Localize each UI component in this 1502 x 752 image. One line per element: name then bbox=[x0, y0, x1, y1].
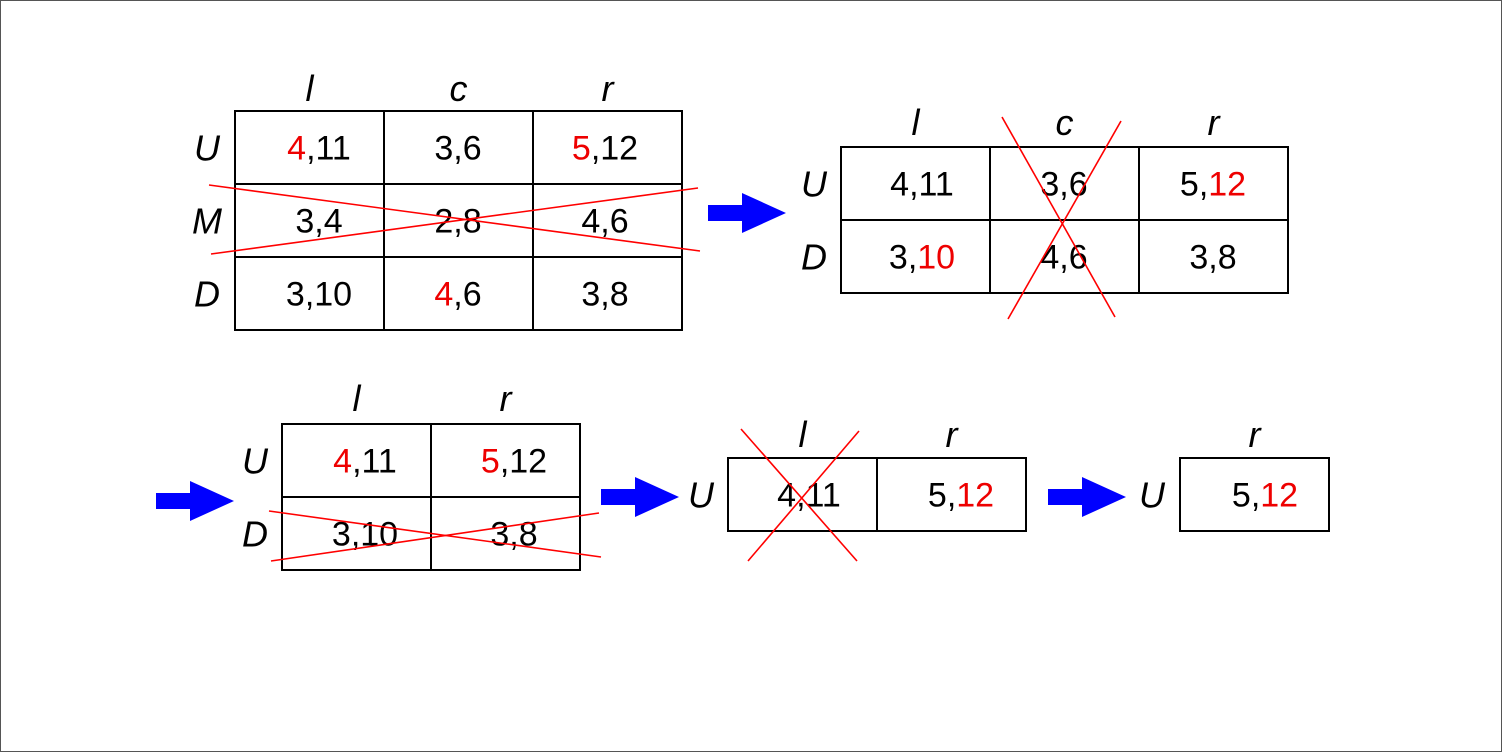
eliminated-column-strike bbox=[1001, 116, 1116, 318]
payoff-text: 3,4 bbox=[295, 203, 342, 241]
payoff-cell: 3,6 bbox=[1040, 166, 1087, 204]
column-label-r: r bbox=[1249, 414, 1263, 455]
highlighted-payoff: 4 bbox=[287, 130, 306, 168]
payoff-cell: 4,6 bbox=[581, 203, 628, 241]
payoff-matrix-2: l c rUD 4,11 3,6 5,12 3,10 4,6 3,8 bbox=[801, 102, 1289, 320]
next-step-arrow-icon bbox=[601, 477, 679, 517]
payoff-text: ,11 bbox=[306, 130, 351, 168]
payoff-text: 4,11 bbox=[890, 166, 954, 204]
column-label-c: c bbox=[1056, 102, 1074, 143]
payoff-cell: 4,6 bbox=[1040, 239, 1087, 277]
eliminated-row-strike bbox=[208, 184, 701, 252]
column-label-l: l bbox=[353, 378, 362, 419]
highlighted-payoff: 12 bbox=[1208, 166, 1246, 204]
payoff-text: ,11 bbox=[352, 443, 397, 481]
row-label-U: U bbox=[801, 164, 828, 205]
payoff-cell: 5,12 bbox=[928, 477, 994, 515]
payoff-cell: 4,11 bbox=[333, 443, 397, 481]
eliminated-column-strike bbox=[740, 428, 858, 562]
payoff-text: 3,8 bbox=[581, 276, 628, 314]
eliminated-row-strike bbox=[210, 187, 699, 255]
payoff-cell: 3,8 bbox=[1189, 239, 1236, 277]
payoff-text: 3, bbox=[889, 239, 917, 277]
payoff-cell: 2,8 bbox=[434, 203, 481, 241]
payoff-cell: 5,12 bbox=[1232, 477, 1298, 515]
payoff-matrix-5: rU 5,12 bbox=[1139, 414, 1330, 532]
eliminated-column-strike bbox=[747, 430, 860, 562]
row-label-D: D bbox=[194, 274, 220, 315]
eliminated-row-strike bbox=[270, 512, 600, 562]
highlighted-payoff: 12 bbox=[1260, 477, 1298, 515]
payoff-text: ,6 bbox=[453, 276, 481, 314]
payoff-text: 3,6 bbox=[1040, 166, 1087, 204]
payoff-text: 5, bbox=[928, 477, 956, 515]
payoff-cell: 3,6 bbox=[434, 130, 481, 168]
highlighted-payoff: 12 bbox=[956, 477, 994, 515]
matrix-border bbox=[234, 110, 683, 331]
row-label-U: U bbox=[688, 475, 715, 516]
next-step-arrow-icon bbox=[156, 481, 234, 521]
column-label-r: r bbox=[946, 414, 960, 455]
row-label-D: D bbox=[801, 237, 827, 278]
payoff-cell: 4,6 bbox=[434, 276, 481, 314]
payoff-cell: 3,10 bbox=[889, 239, 955, 277]
highlighted-payoff: 4 bbox=[333, 443, 352, 481]
eliminated-row-strike bbox=[268, 510, 602, 558]
row-label-D: D bbox=[242, 514, 268, 555]
payoff-text: 5, bbox=[1180, 166, 1208, 204]
highlighted-payoff: 5 bbox=[572, 130, 591, 168]
highlighted-payoff: 4 bbox=[434, 276, 453, 314]
payoff-cell: 5,12 bbox=[572, 130, 638, 168]
next-step-arrow-icon bbox=[708, 193, 786, 233]
payoff-text: 4,6 bbox=[581, 203, 628, 241]
payoff-text: 2,8 bbox=[434, 203, 481, 241]
payoff-cell: 3,4 bbox=[295, 203, 342, 241]
payoff-text: ,12 bbox=[500, 443, 547, 481]
payoff-text: ,12 bbox=[591, 130, 638, 168]
column-label-l: l bbox=[799, 414, 808, 455]
payoff-cell: 4,11 bbox=[890, 166, 954, 204]
payoff-cell: 3,8 bbox=[581, 276, 628, 314]
matrix-border bbox=[1179, 457, 1330, 532]
payoff-cell: 5,12 bbox=[481, 443, 547, 481]
payoff-text: 3,8 bbox=[1189, 239, 1236, 277]
highlighted-payoff: 10 bbox=[917, 239, 955, 277]
column-label-l: l bbox=[912, 102, 921, 143]
column-label-r: r bbox=[1208, 102, 1222, 143]
eliminated-column-strike bbox=[1007, 120, 1122, 320]
column-label-l: l bbox=[306, 68, 315, 109]
column-label-r: r bbox=[500, 378, 514, 419]
highlighted-payoff: 5 bbox=[481, 443, 500, 481]
row-label-M: M bbox=[192, 201, 222, 242]
payoff-cell: 3,10 bbox=[286, 276, 352, 314]
payoff-text: 4,6 bbox=[1040, 239, 1087, 277]
next-step-arrow-icon bbox=[1048, 477, 1126, 517]
payoff-text: 3,6 bbox=[434, 130, 481, 168]
column-label-c: c bbox=[450, 68, 468, 109]
row-label-U: U bbox=[1139, 475, 1166, 516]
payoff-text: 3,10 bbox=[286, 276, 352, 314]
payoff-text: 5, bbox=[1232, 477, 1260, 515]
column-label-r: r bbox=[602, 68, 616, 109]
payoff-cell: 4,11 bbox=[287, 130, 351, 168]
row-label-U: U bbox=[242, 441, 269, 482]
row-label-U: U bbox=[194, 128, 221, 169]
payoff-cell: 5,12 bbox=[1180, 166, 1246, 204]
